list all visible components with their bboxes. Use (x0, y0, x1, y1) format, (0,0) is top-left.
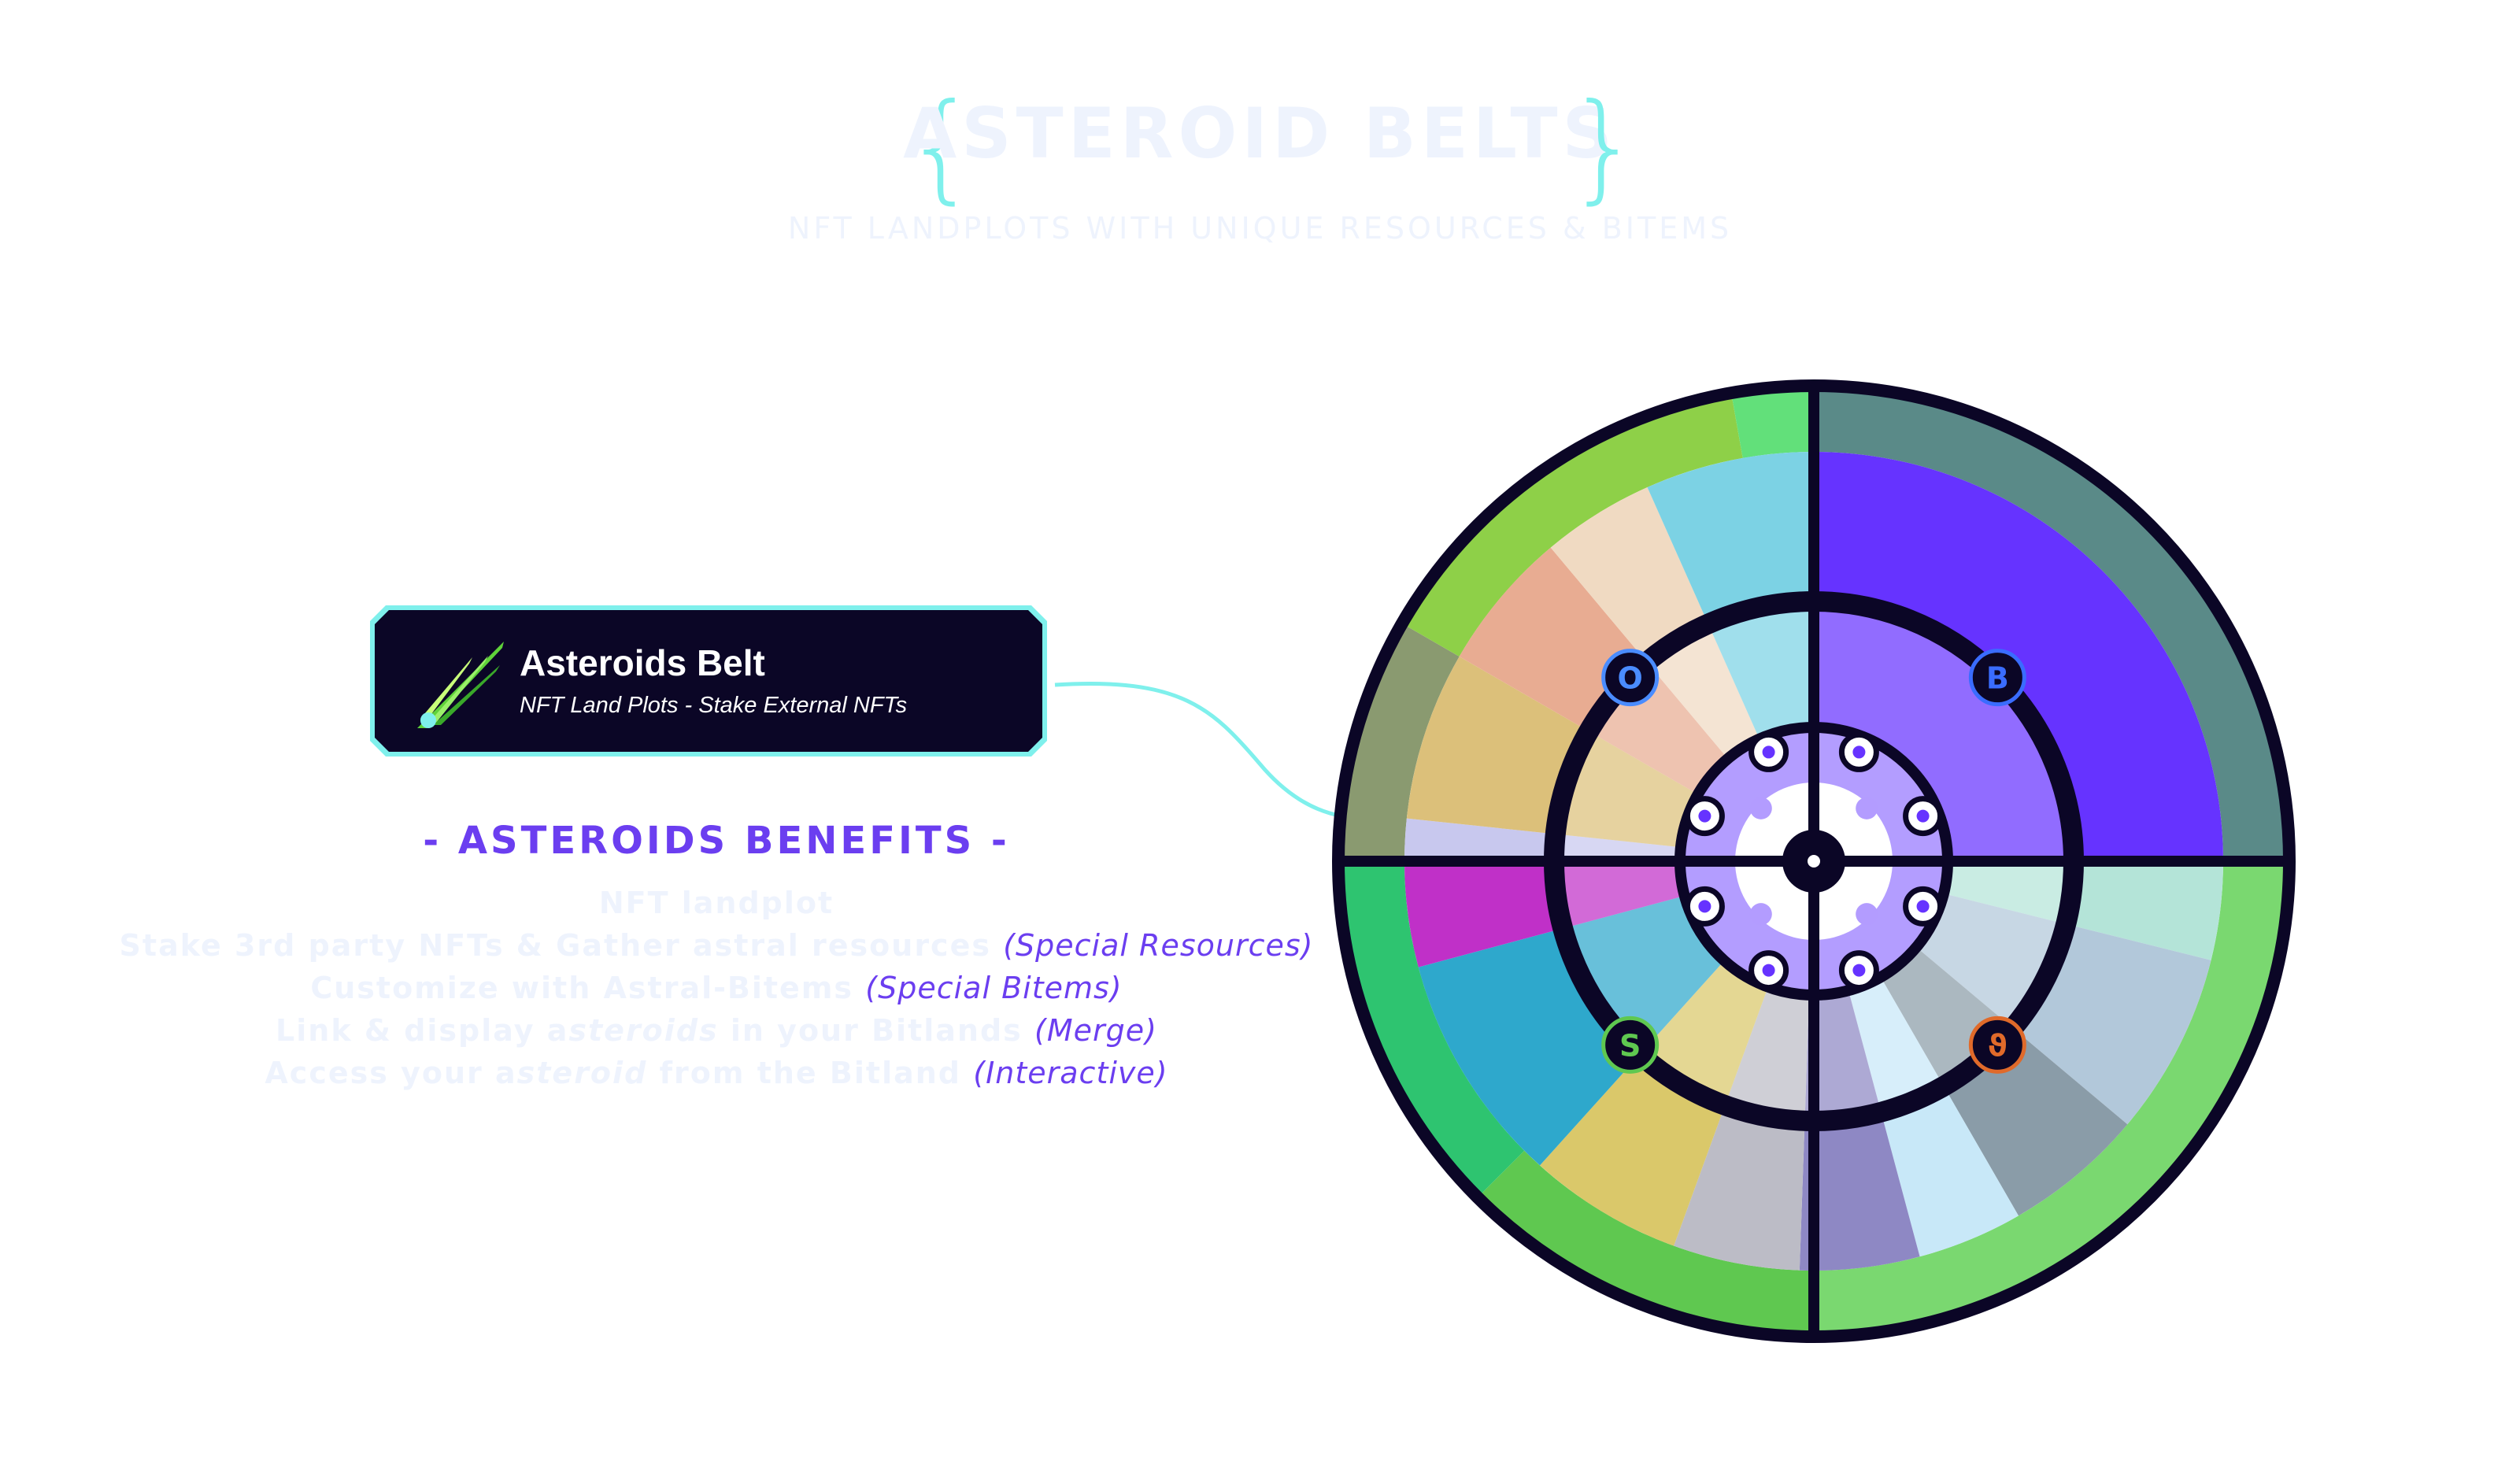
question-icon-dot (1698, 809, 1711, 823)
left-brace-icon: { (904, 79, 979, 216)
belt-segment (1563, 895, 1725, 1055)
belt-segment (1799, 1112, 1920, 1271)
outer-belt-segment (1404, 396, 1743, 657)
ordinal-icon (1601, 649, 1660, 707)
bitcoin-icon-glyph: B (1986, 661, 2009, 696)
solana-icon (1601, 1016, 1660, 1074)
card-frame (370, 605, 1047, 757)
belt-segment (1804, 990, 1882, 1121)
question-icon-dot (1762, 745, 1775, 759)
benefit-item: Customize with Astral-Bitems (Special Bi… (310, 971, 1123, 1005)
belt-segment (2066, 861, 2223, 960)
belt-segment (1944, 1028, 2128, 1216)
outer-belt-segment (1731, 389, 1814, 458)
ethereum-icon (1968, 1016, 2026, 1074)
outer-belt-segment (1479, 1150, 1814, 1334)
belt-segment (1814, 601, 2074, 861)
benefits-title: - ASTEROIDS BENEFITS - (423, 819, 1010, 863)
planet-icon-dot (1852, 745, 1866, 759)
belt-segment (1554, 861, 1685, 929)
benefit-item: Access your asteroid from the Bitland (I… (265, 1056, 1168, 1090)
comet-icon (417, 642, 504, 728)
page-title: ASTEROID BELTS (903, 93, 1617, 174)
belt-segment (1708, 601, 1814, 739)
belt-rings (1332, 379, 2296, 1343)
belt-segment (1540, 1054, 1726, 1246)
belt-segment (1881, 1086, 2019, 1257)
orb-icon-dot (1698, 900, 1711, 913)
belt-segment (1406, 657, 1589, 834)
pin-icon (1749, 903, 1772, 926)
belt-segment (1459, 547, 1647, 731)
benefit-item: Link & display asteroids in your Bitland… (276, 1013, 1157, 1048)
belt-segment (1848, 977, 1944, 1112)
pin-icon (1749, 797, 1772, 819)
header: { ASTEROID BELTS } NFT LANDPLOTS WITH UN… (0, 0, 2520, 260)
benefits-list: NFT landplot Stake 3rd party NFTs & Gath… (0, 882, 1433, 1094)
pin-icon (1856, 797, 1878, 819)
outer-belt-segment (1814, 389, 2286, 861)
belt-segment (1674, 1105, 1805, 1271)
solana-icon-glyph: S (1619, 1028, 1641, 1063)
belt-segment (2012, 923, 2211, 1125)
card-subtitle: NFT Land Plots - Stake External NFTs (520, 693, 908, 718)
benefit-item: NFT landplot (598, 886, 834, 920)
outer-belt-segment (1341, 625, 1460, 861)
belt-segment (1555, 731, 1698, 848)
belt-segment (1647, 452, 1814, 624)
cube-icon-dot (1852, 964, 1866, 977)
chart-icon-dot (1916, 900, 1930, 913)
belt-segment (1725, 986, 1810, 1121)
belt-segment (1404, 861, 1563, 967)
outer-belt-segment (1341, 861, 1525, 1196)
people-icon-dot (1916, 809, 1930, 823)
belt-segment (1404, 818, 1556, 861)
pin-icon (1856, 903, 1878, 926)
belt-segment (1550, 486, 1708, 663)
inner-nodes (1684, 731, 1944, 991)
bitcoin-icon (1968, 649, 2026, 707)
right-brace-icon: } (1567, 79, 1642, 216)
card-title: Asteroids Belt (520, 642, 765, 683)
belt-segment (1646, 623, 1760, 759)
outer-ring (1332, 379, 2296, 1343)
benefit-item: Stake 3rd party NFTs & Gather astral res… (119, 928, 1314, 963)
hub-core-icon (1808, 855, 1820, 868)
belt-segments (1341, 389, 2286, 1334)
ethereum-icon-glyph: ϑ (1988, 1028, 2007, 1063)
outer-belt-segment (1814, 861, 2286, 1334)
belt-segment (1943, 861, 2074, 924)
asteroid-icon-dot (1762, 964, 1775, 977)
chain-badges: Bϑ S O (1601, 649, 2026, 1074)
ordinal-icon-glyph: O (1617, 661, 1642, 696)
belt-segment (1554, 834, 1681, 861)
asteroid-belt-wheel: Bϑ S O (1332, 379, 2296, 1343)
page-subtitle: NFT LANDPLOTS WITH UNIQUE RESOURCES & BI… (787, 211, 1733, 246)
belt-segment (1814, 452, 2223, 861)
asteroids-belt-card[interactable]: Asteroids Belt NFT Land Plots - Stake Ex… (370, 602, 1047, 760)
inner-glow-ring (1679, 727, 1948, 995)
